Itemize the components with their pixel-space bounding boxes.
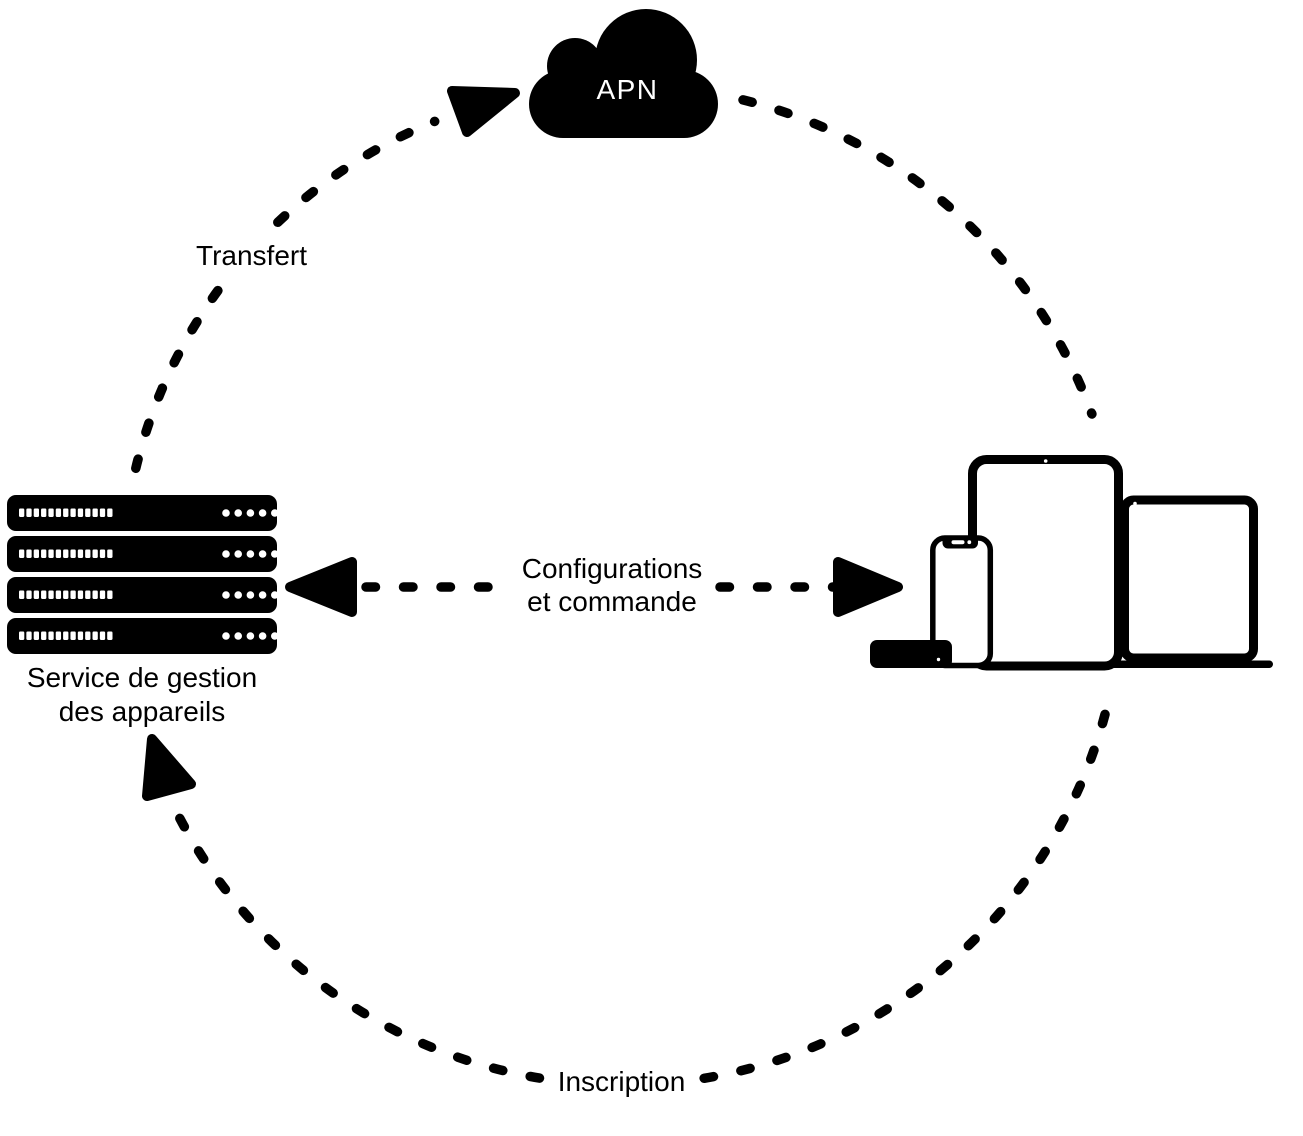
configuration-arrowhead-right xyxy=(833,557,903,617)
apn-to-devices-arc xyxy=(738,95,1097,419)
apn-cloud-icon: APN xyxy=(529,9,718,138)
transfer-label: Transfert xyxy=(196,240,307,271)
apn-label: APN xyxy=(596,74,658,105)
ipad-icon xyxy=(968,455,1123,671)
rack-unit xyxy=(7,495,279,531)
rack-unit xyxy=(7,577,279,613)
enrollment-arc-left xyxy=(171,807,545,1083)
transfer-arc-lower xyxy=(131,282,225,474)
transfer-arrowhead xyxy=(447,86,520,137)
enrollment-arc-right xyxy=(695,709,1110,1084)
management-service-label-line1: Service de gestion xyxy=(27,662,257,693)
configuration-label-line1: Configurations xyxy=(522,553,703,584)
macbook-icon xyxy=(1120,495,1258,663)
enrollment-label: Inscription xyxy=(558,1066,686,1097)
management-service-label-line2: des appareils xyxy=(59,696,226,727)
server-rack-icon xyxy=(7,495,279,654)
enrollment-arrowhead xyxy=(142,734,196,801)
transfer-arc-upper xyxy=(273,116,440,228)
apple-tv-icon xyxy=(870,640,952,668)
configuration-label-line2: et commande xyxy=(527,586,697,617)
rack-unit xyxy=(7,618,279,654)
edge-arrowheads xyxy=(142,86,903,801)
devices-icon xyxy=(870,455,1273,671)
rack-unit xyxy=(7,536,279,572)
iphone-icon xyxy=(930,535,994,669)
edge-lines xyxy=(131,95,1110,1084)
configuration-arrowhead-left xyxy=(285,557,357,617)
